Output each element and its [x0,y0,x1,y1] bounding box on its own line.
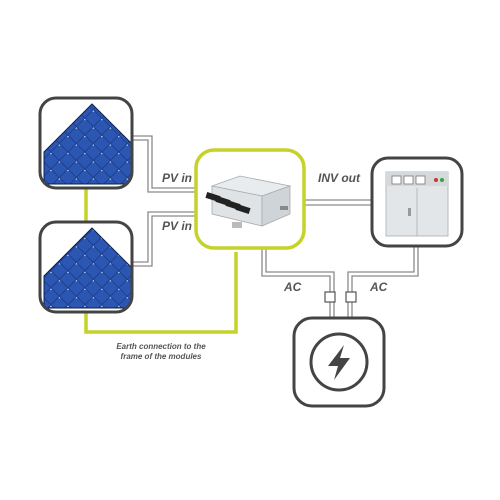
earth-connection-note: Earth connection to the frame of the mod… [98,342,224,362]
solar-panel-icon [38,96,134,190]
earth-connection-line [84,188,238,334]
pv-in-top-label: PV in [162,171,193,185]
fuse-right [345,291,357,303]
ac-right-label: AC [370,280,388,294]
pv-in-bottom-label: PV in [162,219,193,233]
inv-out-label: INV out [318,171,360,185]
dc-cables [132,135,196,267]
fuse-left [324,291,336,303]
lightning-bolt-icon [292,316,386,408]
junction-box-icon [194,148,306,250]
inverter-cabinet-icon [370,156,464,248]
earth-note-line-1: Earth connection to the [116,342,206,351]
earth-note-line-2: frame of the modules [120,352,202,361]
solar-panel-icon [38,220,134,314]
ac-left-label: AC [284,280,302,294]
